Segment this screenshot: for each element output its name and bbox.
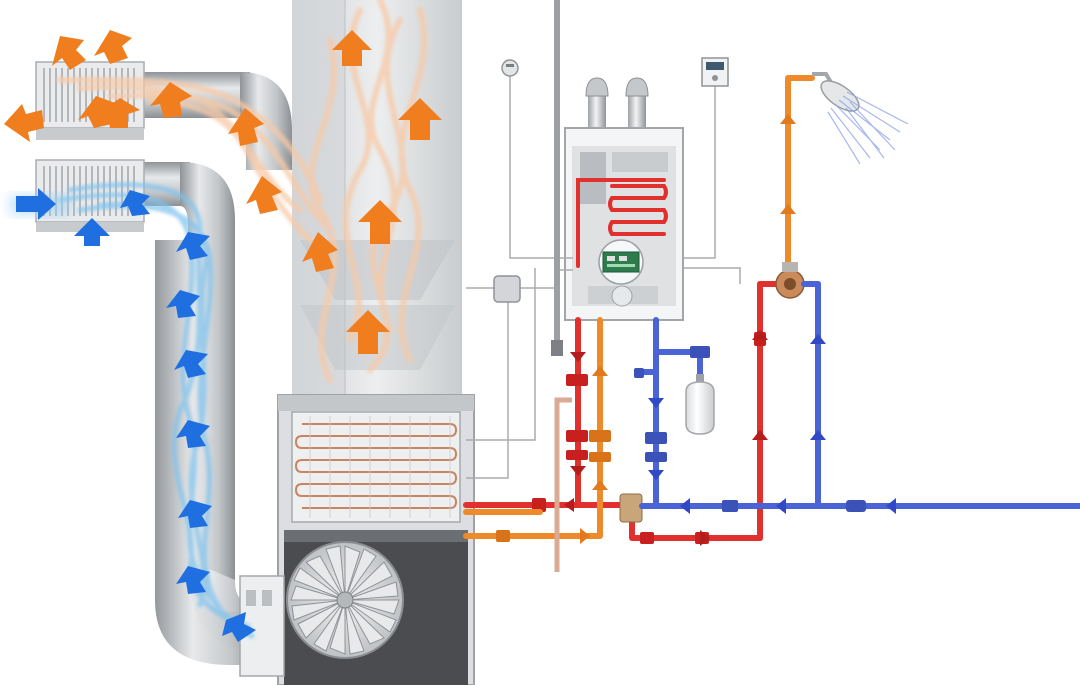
warm-air-arrows [4,30,442,354]
exhaust-vent-icon [585,77,649,134]
cold-water-arrows [648,334,896,514]
tempered-water-arrows [580,114,796,544]
hydronic-coil-icon [291,411,461,523]
tempering-valve [619,493,643,523]
cool-air-arrows [16,188,256,642]
cold-water-fittings [634,346,866,512]
blower-fan-icon [286,541,404,659]
expansion-tank-icon [685,374,715,435]
water-spray-icon [827,91,909,165]
tempered-water-fittings [496,430,611,542]
supply-register-icon [35,61,145,140]
gas-line [551,0,563,356]
copper-bypass [554,397,572,572]
temperature-sensor-icon [501,59,519,77]
mixing-valve-icon [775,262,805,299]
shower-head-icon [812,72,860,112]
control-board-icon [598,239,644,285]
hot-water-arrows [564,330,768,546]
thermostat-icon [701,57,729,87]
supply-duct [140,72,292,170]
return-duct-outer [155,240,262,665]
heat-exchanger-coil-icon [576,178,668,268]
junction-box-icon [493,275,521,303]
